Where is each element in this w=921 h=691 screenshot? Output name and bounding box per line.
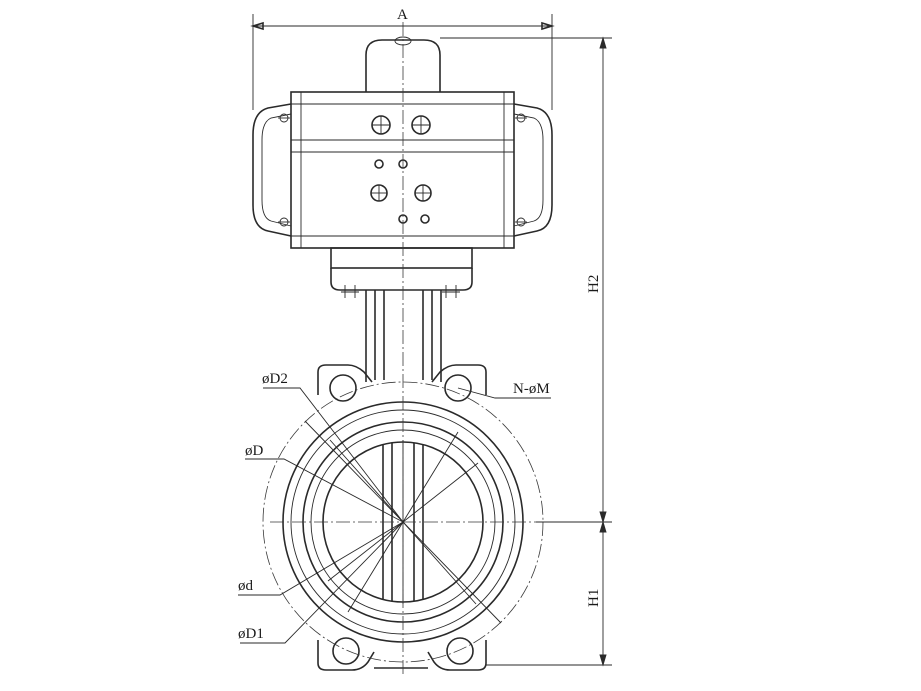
pneumatic-actuator <box>252 36 553 298</box>
leader-lines <box>238 387 551 644</box>
dimension-H <box>440 36 612 667</box>
air-ports <box>370 115 432 224</box>
label-D1: øD1 <box>238 626 264 642</box>
label-D: øD <box>245 443 264 459</box>
actuator-body <box>290 91 515 249</box>
label-D2: øD2 <box>262 371 288 387</box>
label-H1: H1 <box>586 589 602 607</box>
lug-top-left <box>317 364 373 395</box>
label-d: ød <box>238 578 254 594</box>
dimension-A <box>250 14 555 110</box>
mounting-bracket <box>330 247 473 269</box>
lug-top-right <box>431 364 487 395</box>
actuator-end-cap-left <box>252 103 292 237</box>
lug-bottom-right <box>427 640 487 671</box>
label-A: A <box>397 7 408 23</box>
label-NM: N-øM <box>513 381 550 397</box>
valve-neck <box>365 290 442 382</box>
label-H2: H2 <box>586 275 602 293</box>
actuator-end-cap-right <box>513 103 553 237</box>
cap-bolts <box>278 113 527 227</box>
lug-bottom-left <box>317 640 375 671</box>
centerlines <box>270 22 536 676</box>
